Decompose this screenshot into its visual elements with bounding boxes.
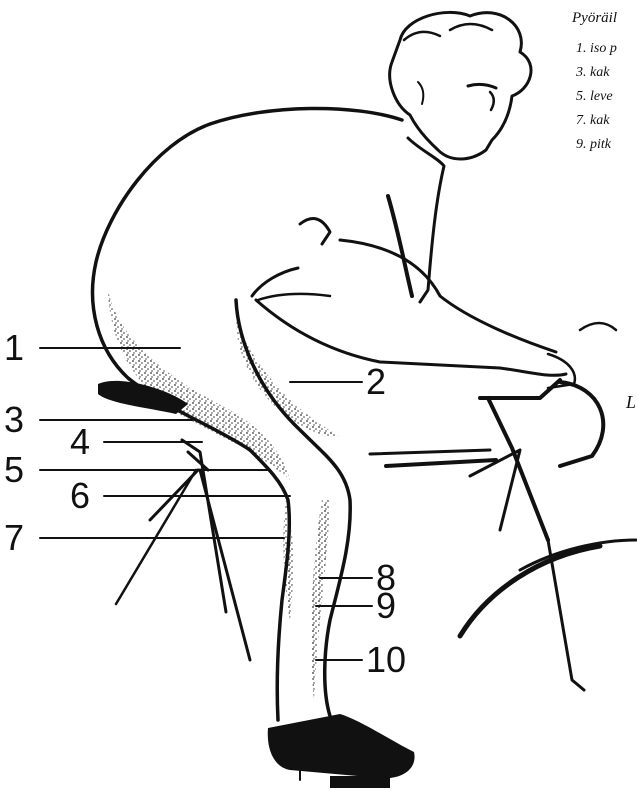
legend-item-5: 5. leve — [576, 89, 613, 104]
bike-front — [370, 323, 636, 690]
callout-4: 4 — [70, 421, 90, 462]
legend: Pyöräil 1. iso p 3. kak 5. leve 7. kak 9… — [571, 10, 617, 152]
rider-leg — [108, 290, 350, 720]
callout-2: 2 — [366, 361, 386, 402]
callout-1: 1 — [4, 327, 24, 368]
edge-letter: L — [625, 392, 636, 412]
legend-title: Pyöräil — [571, 10, 617, 26]
legend-item-9: 9. pitk — [576, 137, 612, 152]
callout-7: 7 — [4, 517, 24, 558]
legend-item-1: 1. iso p — [576, 41, 617, 56]
callout-numbers: 1 2 3 4 5 6 7 8 9 10 — [4, 327, 406, 680]
callout-6: 6 — [70, 475, 90, 516]
callout-10: 10 — [366, 639, 406, 680]
callout-9: 9 — [376, 585, 396, 626]
legend-item-3: 3. kak — [575, 65, 610, 80]
callout-5: 5 — [4, 449, 24, 490]
rider-arm — [256, 240, 575, 388]
rider-head — [390, 12, 531, 159]
rider-shoe — [268, 714, 415, 788]
callout-3: 3 — [4, 399, 24, 440]
legend-item-7: 7. kak — [576, 113, 610, 128]
